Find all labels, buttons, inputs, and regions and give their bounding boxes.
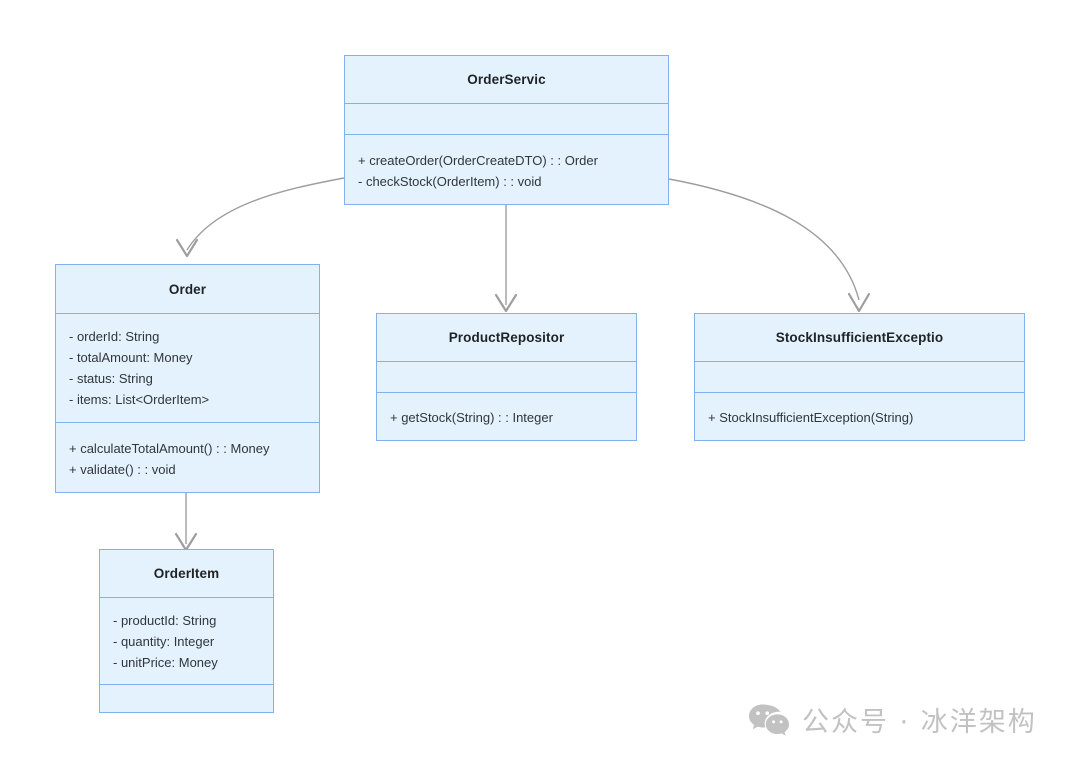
class-box-product-repository[interactable]: ProductRepositor + getStock(String) : : …: [376, 313, 637, 441]
class-method: + getStock(String) : : Integer: [390, 410, 553, 425]
class-methods-order: + calculateTotalAmount() : : Money + val…: [56, 422, 319, 492]
class-method: + createOrder(OrderCreateDTO) : : Order: [358, 152, 598, 168]
watermark-text: 公众号 · 冰洋架构: [802, 707, 1037, 738]
class-box-order[interactable]: Order - orderId: String - totalAmount: M…: [55, 264, 320, 493]
class-methods-stock-insufficient-exception: + StockInsufficientException(String): [695, 392, 1024, 440]
relation-orderservice-stockinsufficientexception: [668, 178, 871, 313]
class-attribute: - quantity: Integer: [113, 633, 215, 649]
class-attributes-order: - orderId: String - totalAmount: Money -…: [56, 313, 319, 422]
class-attribute: - productId: String: [113, 612, 217, 628]
class-name-stock-insufficient-exception: StockInsufficientExceptio: [775, 330, 944, 345]
class-method: + validate() : : void: [69, 461, 176, 477]
class-name-product-repository: ProductRepositor: [448, 330, 565, 345]
class-methods-order-item: [100, 684, 273, 712]
class-attribute: - status: String: [69, 371, 153, 386]
class-name-order-item: OrderItem: [153, 566, 220, 581]
class-attribute: - orderId: String: [69, 329, 160, 344]
wechat-icon: [748, 703, 790, 737]
class-methods-product-repository: + getStock(String) : : Integer: [377, 392, 636, 440]
class-name-order: Order: [168, 281, 207, 297]
class-attributes-product-repository: [377, 361, 636, 392]
class-attributes-order-item: - productId: String - quantity: Integer …: [100, 597, 273, 684]
watermark: 公众号 · 冰洋架构: [748, 700, 1037, 739]
relation-orderservice-productrepository: [494, 204, 518, 313]
class-method: + StockInsufficientException(String): [708, 410, 914, 425]
class-attributes-order-service: [345, 103, 668, 134]
class-attribute: - unitPrice: Money: [113, 654, 218, 670]
class-name-order-service: OrderServic: [467, 72, 546, 87]
class-method: - checkStock(OrderItem) : : void: [358, 173, 542, 189]
class-method: + calculateTotalAmount() : : Money: [69, 440, 270, 456]
class-attributes-stock-insufficient-exception: [695, 361, 1024, 392]
class-box-order-service[interactable]: OrderServic + createOrder(OrderCreateDTO…: [344, 55, 669, 205]
class-box-stock-insufficient-exception[interactable]: StockInsufficientExceptio + StockInsuffi…: [694, 313, 1025, 441]
relation-orderservice-order: [175, 177, 345, 258]
class-attribute: - totalAmount: Money: [69, 350, 193, 365]
class-attribute: - items: List<OrderItem>: [69, 392, 210, 407]
class-methods-order-service: + createOrder(OrderCreateDTO) : : Order …: [345, 134, 668, 204]
relation-order-orderitem: [174, 493, 198, 552]
class-box-order-item[interactable]: OrderItem - productId: String - quantity…: [99, 549, 274, 713]
